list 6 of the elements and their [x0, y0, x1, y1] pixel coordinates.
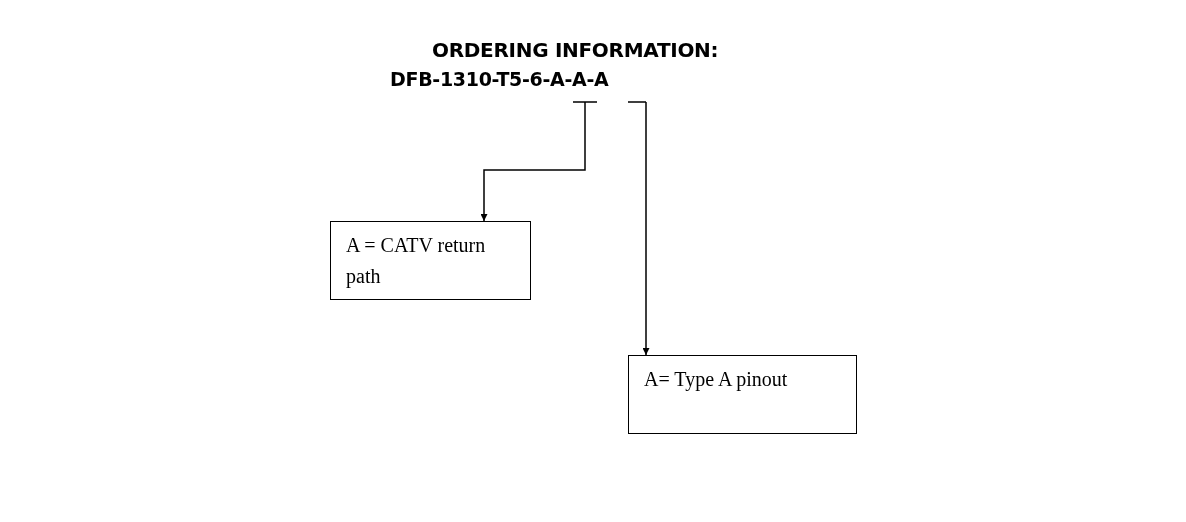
leader-line	[627, 101, 650, 356]
diagram-title: ORDERING INFORMATION:	[432, 38, 719, 62]
part-number: DFB-1310-T5-6-A-A-A	[390, 68, 609, 90]
leader-line	[480, 101, 598, 222]
option-box: A = CATV return path	[330, 221, 531, 300]
option-box: A= Type A pinout	[628, 355, 857, 434]
